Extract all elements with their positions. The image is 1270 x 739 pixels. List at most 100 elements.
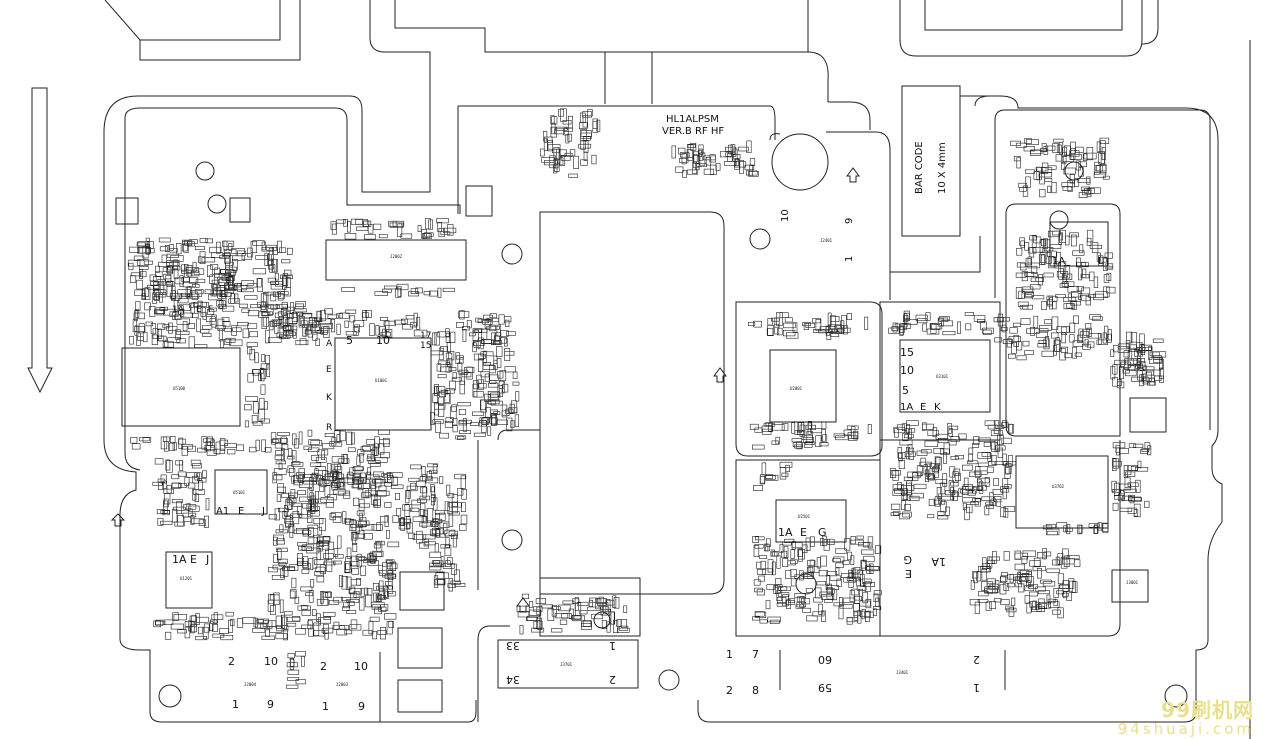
passive-component <box>923 464 928 475</box>
passive-component <box>1061 346 1069 354</box>
passive-component <box>286 497 297 503</box>
passive-component <box>468 332 476 337</box>
passive-component <box>1115 447 1120 456</box>
passive-component <box>703 168 714 175</box>
passive-component <box>1043 145 1049 155</box>
passive-component <box>916 450 928 456</box>
passive-component <box>271 319 281 326</box>
passive-component <box>1124 477 1131 488</box>
passive-component <box>400 233 413 239</box>
passive-component <box>430 350 444 356</box>
passive-component <box>206 316 216 323</box>
passive-component <box>867 423 872 434</box>
passive-component <box>432 419 445 424</box>
passive-component <box>319 564 326 575</box>
passive-component <box>378 438 390 445</box>
passive-component <box>288 448 293 458</box>
passive-component <box>734 161 747 168</box>
passive-component <box>373 499 381 506</box>
passive-component <box>1016 248 1023 256</box>
passive-component <box>1062 592 1069 597</box>
passive-component <box>821 421 827 430</box>
passive-component <box>952 490 958 501</box>
passive-component <box>154 458 164 465</box>
passive-component <box>455 435 467 440</box>
passive-component <box>927 474 936 480</box>
passive-component <box>210 289 223 297</box>
passive-component <box>579 112 586 123</box>
passive-component <box>448 511 460 516</box>
passive-component <box>385 529 390 539</box>
passive-component <box>865 566 879 571</box>
passive-component <box>179 275 184 287</box>
passive-component <box>1052 609 1061 615</box>
passive-component <box>512 381 520 386</box>
passive-component <box>287 465 294 473</box>
passive-component <box>1070 300 1081 306</box>
passive-component <box>980 581 988 591</box>
passive-component <box>1093 293 1105 301</box>
passive-component <box>496 358 502 368</box>
passive-component <box>598 596 605 608</box>
passive-component <box>458 430 471 434</box>
passive-component <box>358 557 367 561</box>
passive-component <box>521 593 530 599</box>
passive-component <box>384 481 392 487</box>
passive-component <box>278 462 283 470</box>
passive-component <box>903 476 913 482</box>
passive-component <box>416 480 426 487</box>
passive-component <box>353 477 367 484</box>
passive-component <box>853 567 861 574</box>
passive-component <box>1117 379 1122 386</box>
passive-component <box>394 493 400 500</box>
passive-component <box>759 476 765 485</box>
passive-component <box>976 318 985 323</box>
passive-component <box>505 408 514 415</box>
passive-component <box>1080 295 1091 302</box>
passive-component <box>971 571 979 579</box>
passive-component <box>166 283 173 297</box>
passive-component <box>261 439 267 452</box>
passive-component <box>859 574 865 587</box>
passive-component <box>1038 328 1049 333</box>
passive-component <box>1024 294 1033 299</box>
passive-component <box>679 152 690 158</box>
passive-component <box>749 164 754 177</box>
passive-component <box>223 240 228 251</box>
passive-component <box>198 519 207 526</box>
passive-component <box>350 579 362 586</box>
passive-component <box>997 434 1004 445</box>
passive-component <box>368 620 374 635</box>
passive-component <box>898 452 903 462</box>
passive-component <box>313 534 321 545</box>
passive-component <box>383 437 390 448</box>
passive-component <box>294 596 300 604</box>
passive-component <box>386 471 391 480</box>
passive-component <box>320 478 327 488</box>
passive-component <box>202 312 207 320</box>
passive-component <box>322 623 329 635</box>
passive-component <box>756 561 762 569</box>
passive-component <box>710 164 717 175</box>
passive-component <box>805 537 811 551</box>
passive-component <box>1043 551 1052 557</box>
passive-component <box>472 328 483 333</box>
passive-component <box>1041 301 1047 310</box>
passive-component <box>560 108 567 122</box>
passive-component <box>853 602 860 612</box>
passive-component <box>1016 262 1026 268</box>
passive-component <box>1089 271 1095 282</box>
passive-component <box>766 584 776 590</box>
passive-component <box>287 566 296 571</box>
passive-component <box>297 557 304 564</box>
passive-component <box>215 325 226 330</box>
passive-component <box>434 386 439 395</box>
passive-component <box>201 436 207 450</box>
passive-component <box>908 447 915 460</box>
passive-component <box>781 423 789 431</box>
passive-component <box>489 313 497 319</box>
chip-u2501 <box>775 499 847 543</box>
passive-component <box>228 619 233 633</box>
passive-component <box>1063 555 1070 567</box>
passive-component <box>473 390 484 398</box>
